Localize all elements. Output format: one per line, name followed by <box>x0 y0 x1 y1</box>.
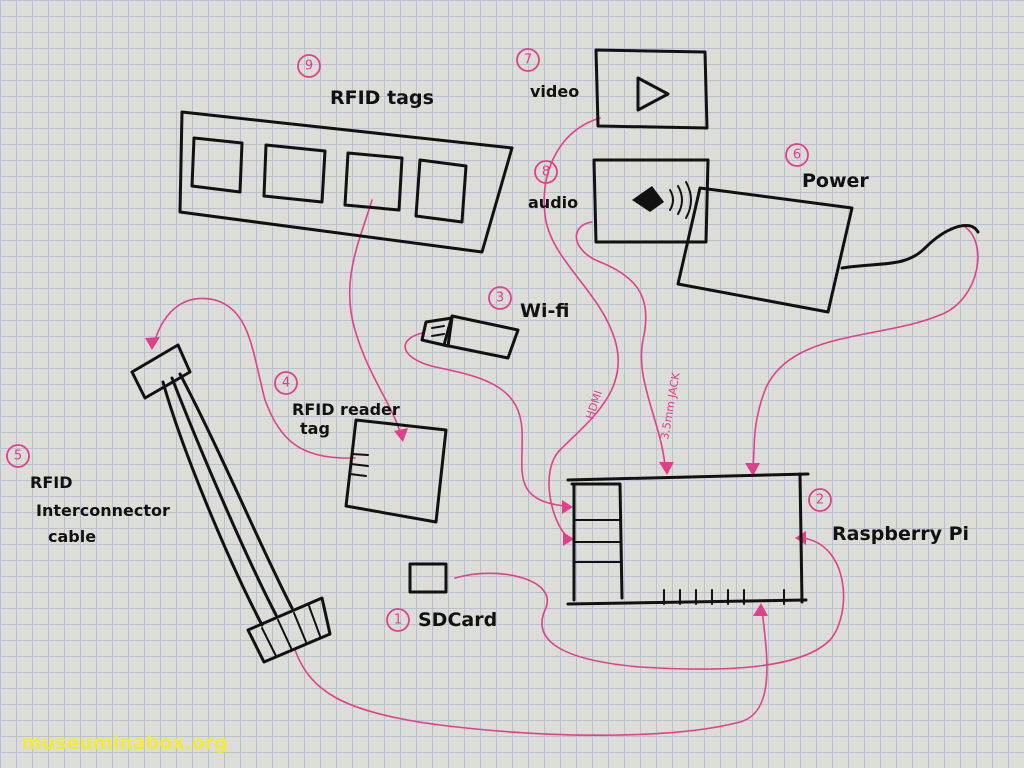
arrowhead-power <box>745 463 760 476</box>
label-raspberry-pi: Raspberry Pi <box>832 523 969 545</box>
wire-cable-to-pi <box>294 609 768 736</box>
label-video: video <box>530 82 579 101</box>
arrowhead-cable <box>145 337 160 350</box>
svg-text:2: 2 <box>816 493 824 508</box>
connection-wires <box>145 117 979 736</box>
speaker-icon <box>632 186 664 212</box>
rfid-tags-sheet <box>178 110 514 254</box>
number-marker-raspberry-pi: 2 <box>808 488 832 512</box>
number-marker-sd-card: 1 <box>386 608 410 632</box>
label-rfid-cable-line3: cable <box>48 527 96 546</box>
number-marker-power: 6 <box>785 143 809 167</box>
svg-text:7: 7 <box>524 53 532 68</box>
label-rfid-tags: RFID tags <box>330 87 434 109</box>
number-marker-rfid-cable: 5 <box>6 444 30 468</box>
number-marker-rfid-reader: 4 <box>274 371 298 395</box>
label-audio: audio <box>528 193 578 212</box>
jack-label: 3.5mm JACK <box>658 371 683 441</box>
sd-card <box>408 562 448 594</box>
label-power: Power <box>802 170 869 192</box>
wire-wifi <box>404 332 566 507</box>
wifi-dongle <box>420 314 520 360</box>
label-rfid-cable-line1: RFID <box>30 473 72 492</box>
wire-reader-to-cable <box>154 297 356 459</box>
svg-text:4: 4 <box>282 376 290 391</box>
arrowhead-reader <box>394 428 408 442</box>
video-output <box>594 48 709 130</box>
rfid-reader <box>344 418 448 524</box>
label-sd-card: SDCard <box>418 609 497 631</box>
svg-text:1: 1 <box>394 613 402 628</box>
number-marker-rfid-tags: 9 <box>297 54 321 78</box>
watermark-text: museuminabox.org <box>22 732 228 754</box>
wire-video-hdmi <box>543 117 620 539</box>
arrowhead-wifi <box>562 500 573 514</box>
label-rfid-cable-line2: Interconnector <box>36 501 170 520</box>
arrowhead-jack <box>659 462 674 475</box>
wire-power <box>752 224 979 469</box>
svg-text:3: 3 <box>496 291 504 306</box>
wire-audio-jack <box>575 221 666 466</box>
number-marker-wifi: 3 <box>488 286 512 310</box>
rfid-cable <box>130 343 332 664</box>
play-icon <box>636 76 670 112</box>
power-supply <box>676 186 980 314</box>
svg-text:5: 5 <box>14 449 22 464</box>
svg-text:9: 9 <box>305 59 313 74</box>
label-rfid-reader-tag: tag <box>300 419 330 438</box>
wire-sdcard-to-pi <box>454 537 845 670</box>
svg-text:8: 8 <box>542 165 550 180</box>
svg-text:6: 6 <box>793 148 801 163</box>
label-wifi: Wi-fi <box>520 300 569 322</box>
arrowhead-pi-bottom <box>753 603 768 616</box>
audio-output <box>592 158 710 244</box>
arrowhead-hdmi <box>563 532 574 546</box>
number-marker-audio: 8 <box>534 160 558 184</box>
raspberry-pi-board <box>566 472 810 606</box>
number-marker-video: 7 <box>516 48 540 72</box>
label-rfid-reader: RFID reader <box>292 400 400 419</box>
